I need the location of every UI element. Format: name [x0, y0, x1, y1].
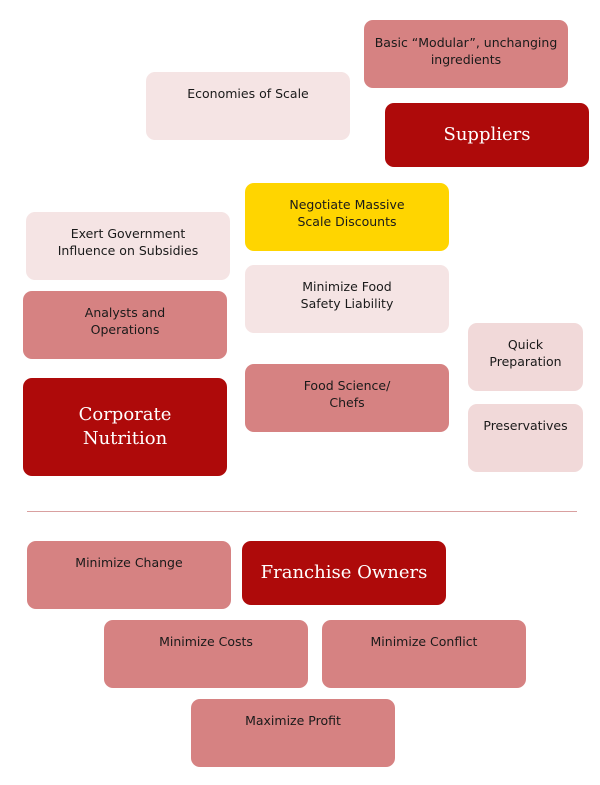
- node-corporate-nutrition: Corporate Nutrition: [23, 378, 227, 476]
- node-minimize-costs: Minimize Costs: [104, 620, 308, 688]
- node-minimize-change: Minimize Change: [27, 541, 231, 609]
- node-negotiate-discounts: Negotiate Massive Scale Discounts: [245, 183, 449, 251]
- node-preservatives: Preservatives: [468, 404, 583, 472]
- node-food-safety-liability: Minimize Food Safety Liability: [245, 265, 449, 333]
- section-divider: [27, 511, 577, 512]
- node-suppliers: Suppliers: [385, 103, 589, 167]
- node-government-influence: Exert Government Influence on Subsidies: [26, 212, 230, 280]
- node-minimize-conflict: Minimize Conflict: [322, 620, 526, 688]
- node-maximize-profit: Maximize Profit: [191, 699, 395, 767]
- node-analysts-operations: Analysts and Operations: [23, 291, 227, 359]
- node-modular-ingredients: Basic “Modular”, unchanging ingredients: [364, 20, 568, 88]
- node-quick-preparation: Quick Preparation: [468, 323, 583, 391]
- node-franchise-owners: Franchise Owners: [242, 541, 446, 605]
- node-economies-of-scale: Economies of Scale: [146, 72, 350, 140]
- node-food-science-chefs: Food Science/ Chefs: [245, 364, 449, 432]
